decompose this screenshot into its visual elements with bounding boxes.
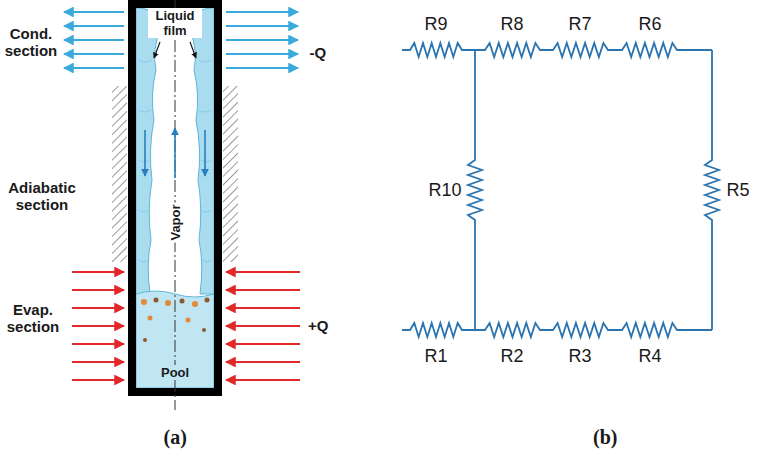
resistor-label: R7 (569, 14, 592, 35)
resistor-wire (705, 50, 719, 330)
resistor-label: R2 (501, 346, 524, 367)
part-label: Vapor (168, 202, 183, 242)
resistor-wire (402, 43, 475, 57)
section-label: Cond. section (1, 25, 61, 59)
resistor-label: R10 (429, 180, 462, 201)
panel-label: (a) (164, 426, 187, 449)
resistor-label: R4 (639, 346, 662, 367)
resistor-wire (402, 323, 475, 337)
heat-in-arrow (72, 272, 300, 380)
heat-label: -Q (310, 44, 327, 61)
resistor-label: R9 (425, 14, 448, 35)
part-label: Liquid film (148, 8, 202, 38)
flow-arrow (145, 128, 205, 178)
resistor-label: R6 (639, 14, 662, 35)
section-label: Adiabatic section (1, 179, 83, 213)
part-label: Pool (159, 365, 191, 380)
resistor-label: R3 (569, 346, 592, 367)
liquid-film (136, 8, 160, 294)
heat-label: +Q (308, 317, 328, 334)
resistor-wire (475, 43, 712, 57)
insulation-hatch (223, 86, 238, 262)
resistor-label: R8 (501, 14, 524, 35)
leader-arrow (154, 42, 196, 58)
resistor-wire (475, 323, 712, 337)
resistor-network (402, 43, 719, 337)
liquid-film (190, 8, 214, 294)
section-label: Evap. section (2, 301, 64, 335)
resistor-label: R1 (425, 346, 448, 367)
resistor-wire (468, 50, 482, 330)
insulation-hatch (112, 86, 127, 262)
panel-label: (b) (593, 426, 617, 449)
resistor-label: R5 (727, 180, 750, 201)
